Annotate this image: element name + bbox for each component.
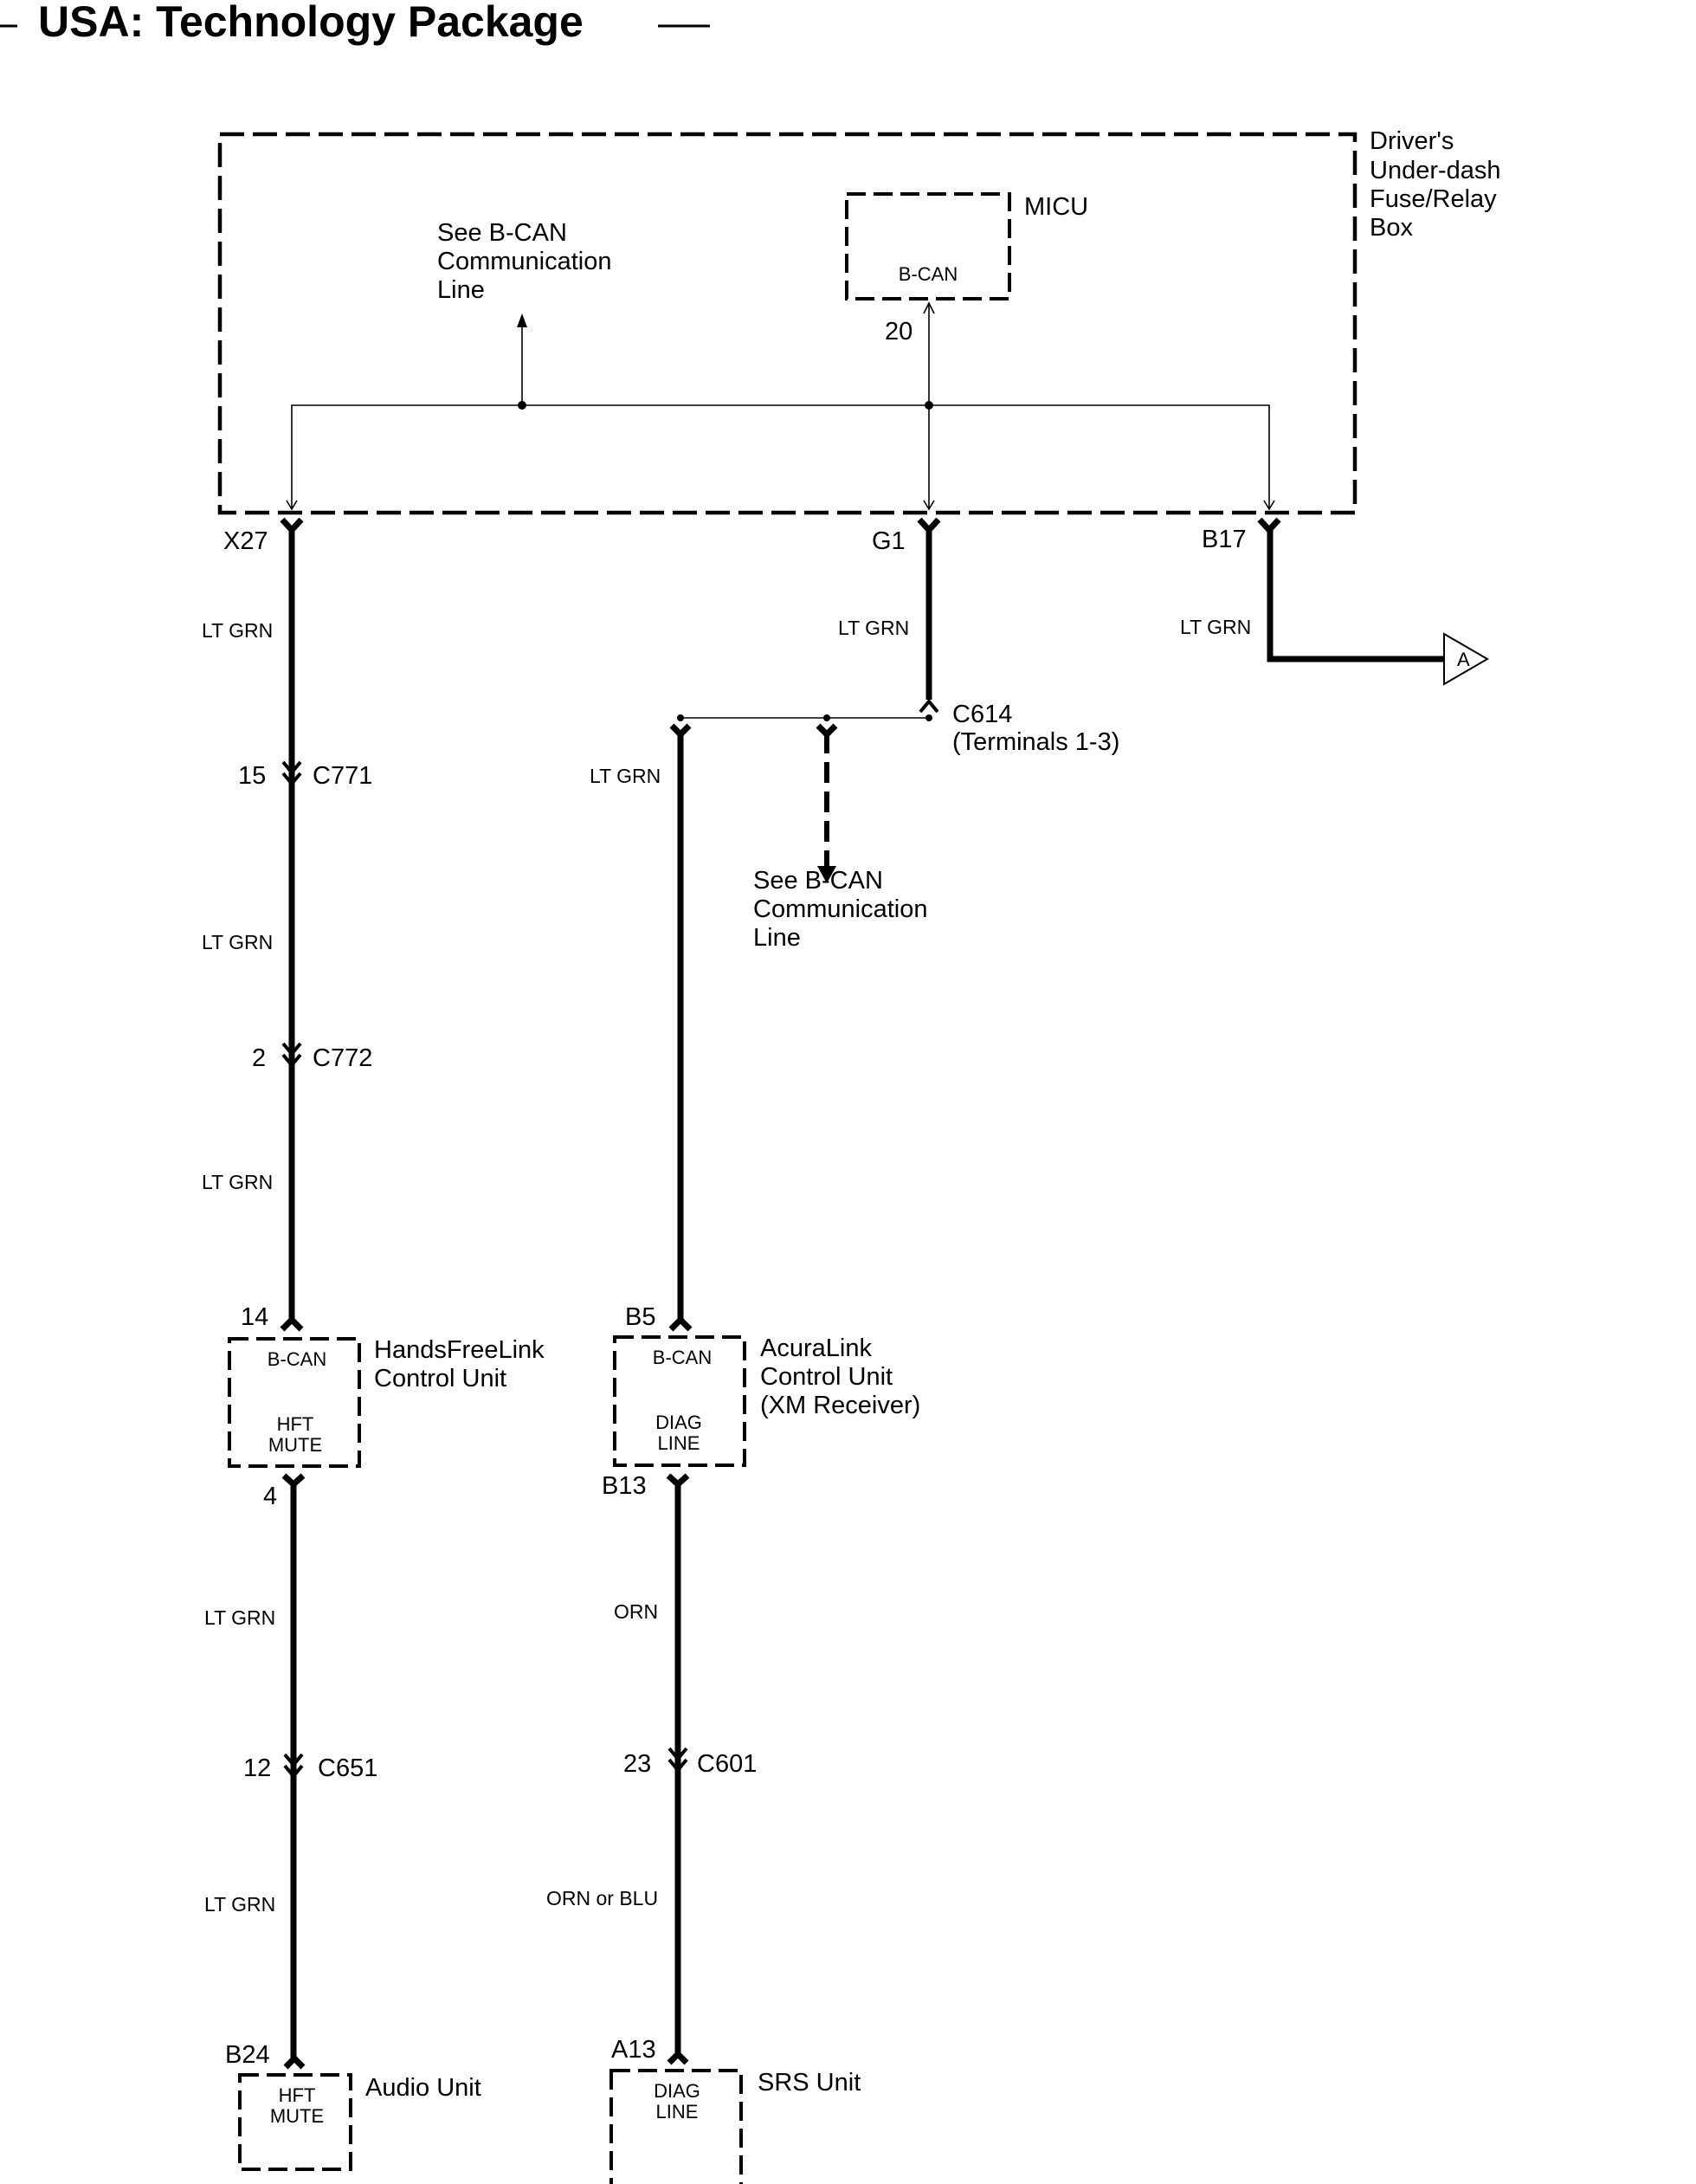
connector-male-icon — [283, 2054, 306, 2070]
connector-male-icon — [280, 1315, 304, 1332]
pin-arrow-icon — [1263, 500, 1275, 511]
note-line: Communication — [753, 895, 927, 923]
connector-male-icon — [667, 2050, 689, 2065]
audio-mute-terminal: HFT — [279, 2084, 316, 2106]
see-bcan-upper-note[interactable]: See B-CAN Communication Line — [437, 219, 611, 304]
connector-male-icon — [668, 1315, 693, 1332]
terminal-b17: B17 — [1202, 526, 1247, 553]
audio-mute-terminal: MUTE — [270, 2105, 324, 2127]
hfl-unit-label: HandsFreeLink — [374, 1336, 545, 1364]
wire-color-label: LT GRN — [590, 765, 661, 787]
acura-pin-in: B5 — [625, 1303, 655, 1331]
wire-color-label: LT GRN — [202, 931, 273, 953]
offpage-ref-a[interactable]: A — [1443, 632, 1489, 686]
micu-label: MICU — [1024, 193, 1088, 221]
fuse-box-label-line: Under-dash — [1370, 157, 1501, 184]
hfl-bcan-terminal: B-CAN — [268, 1348, 326, 1370]
micu-box — [845, 192, 1011, 300]
srs-unit-label: SRS Unit — [758, 2069, 861, 2097]
wire-color-label: LT GRN — [202, 619, 273, 642]
fuse-relay-box-label: Driver's Under-dash Fuse/Relay Box — [1370, 127, 1501, 242]
pin-arrow-icon — [923, 500, 935, 511]
c651-pin: 12 — [243, 1754, 271, 1782]
wire-b17-to-ref-a[interactable] — [1267, 527, 1444, 662]
splice-dot — [823, 714, 830, 721]
hfl-unit-label: Control Unit — [374, 1365, 506, 1392]
note-line: See B-CAN — [753, 867, 883, 895]
offpage-triangle-icon — [1443, 632, 1489, 686]
pin-arrow-icon — [286, 500, 298, 511]
see-bcan-lower-note[interactable]: See B-CAN Communication Line — [753, 867, 927, 952]
srs-diag-terminal: DIAG — [654, 2080, 700, 2102]
wire-color-label: LT GRN — [1180, 616, 1251, 638]
c601-label[interactable]: C601 — [697, 1750, 757, 1778]
c601-pin: 23 — [623, 1750, 651, 1778]
acura-diag-terminal: DIAG — [655, 1412, 702, 1433]
audio-pin-in: B24 — [225, 2041, 270, 2069]
hfl-unit-box[interactable] — [228, 1337, 361, 1468]
connector-c601-icon — [667, 1747, 688, 1774]
srs-diag-terminal: LINE — [656, 2101, 699, 2123]
arrow-down-icon — [817, 866, 836, 883]
terminal-g1: G1 — [872, 527, 906, 555]
c771-label[interactable]: C771 — [313, 762, 372, 790]
note-line: Communication — [437, 248, 611, 275]
wire-color-label: ORN or BLU — [546, 1887, 658, 1909]
hfl-mute-terminal: MUTE — [268, 1434, 322, 1456]
srs-pin-in: A13 — [611, 2036, 656, 2064]
c614-terminals-note: (Terminals 1-3) — [952, 728, 1119, 756]
page-title: USA: Technology Package — [38, 0, 584, 46]
acura-pin-out: B13 — [602, 1472, 647, 1500]
wire-color-label: ORN — [614, 1600, 658, 1623]
terminal-x27: X27 — [223, 527, 268, 555]
pin-arrow-icon — [923, 301, 935, 314]
wire-color-label: LT GRN — [202, 1171, 273, 1193]
note-line: Line — [753, 924, 801, 952]
audio-unit-label: Audio Unit — [365, 2074, 481, 2102]
c651-label[interactable]: C651 — [318, 1754, 377, 1782]
fuse-box-label-line: Fuse/Relay — [1370, 185, 1497, 213]
hfl-pin-in: 14 — [241, 1303, 268, 1331]
fuse-box-label-line: Box — [1370, 214, 1413, 242]
fuse-relay-box-outline — [217, 132, 1357, 515]
note-line: See B-CAN — [437, 219, 567, 247]
acura-unit-label: AcuraLink — [760, 1334, 872, 1362]
srs-unit-box[interactable] — [609, 2069, 743, 2184]
connector-c771-icon — [281, 760, 302, 787]
c772-label[interactable]: C772 — [313, 1044, 372, 1072]
acuralink-unit-box[interactable] — [613, 1335, 746, 1467]
wire-color-label: LT GRN — [204, 1893, 275, 1916]
connector-c614-icon — [919, 698, 939, 714]
arrow-up-icon — [517, 313, 527, 327]
fuse-box-label-line: Driver's — [1370, 127, 1454, 155]
connector-c772-icon — [281, 1042, 302, 1069]
connector-c651-icon — [283, 1753, 304, 1780]
internal-bcan-bus — [291, 404, 1270, 509]
acura-unit-label: (XM Receiver) — [760, 1392, 920, 1419]
c771-pin: 15 — [238, 762, 266, 790]
micu-pin-20: 20 — [885, 318, 912, 346]
acura-bcan-terminal: B-CAN — [653, 1347, 712, 1368]
splice-dot — [518, 401, 526, 410]
acura-unit-label: Control Unit — [760, 1363, 893, 1391]
splice-dot — [925, 714, 932, 721]
c614-label[interactable]: C614 — [952, 701, 1012, 728]
acura-diag-terminal: LINE — [658, 1432, 700, 1454]
note-line: Line — [437, 276, 485, 304]
splice-dot — [925, 401, 933, 410]
splice-dot — [677, 714, 684, 721]
c772-pin: 2 — [252, 1044, 266, 1072]
wire-color-label: LT GRN — [204, 1606, 275, 1629]
audio-unit-box[interactable] — [238, 2073, 352, 2171]
wire-color-label: LT GRN — [838, 617, 909, 639]
hfl-mute-terminal: HFT — [277, 1413, 314, 1435]
offpage-ref-label: A — [1457, 649, 1470, 670]
hfl-pin-out: 4 — [263, 1483, 277, 1510]
micu-bcan-terminal: B-CAN — [899, 263, 958, 285]
